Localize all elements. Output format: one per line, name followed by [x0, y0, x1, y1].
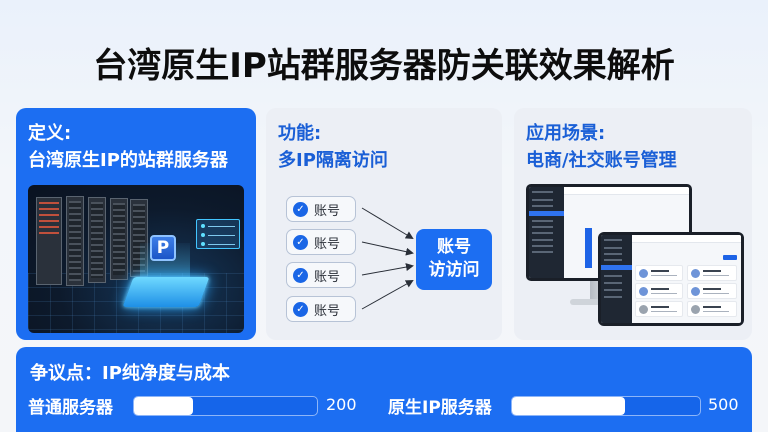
server-rack-icon — [36, 197, 62, 285]
target-line1: 账号 — [437, 237, 471, 257]
definition-heading-text: 台湾原生IP的站群服务器 — [28, 150, 228, 171]
check-circle-icon: ✓ — [293, 234, 308, 250]
application-card: 应用场景: 电商/社交账号管理 — [514, 108, 752, 340]
server-rack-icon — [130, 199, 148, 277]
application-heading: 应用场景: 电商/社交账号管理 — [526, 120, 677, 174]
regular-server-label: 普通服务器 — [28, 398, 113, 418]
tablet-topbar — [631, 235, 741, 243]
native-ip-server-value: 500 — [708, 395, 739, 414]
function-heading: 功能: 多IP隔离访问 — [278, 120, 388, 174]
server-rack-icon — [66, 196, 84, 286]
account-label: 账号 — [314, 236, 341, 252]
page-title: 台湾原生IP站群服务器防关联效果解析 — [93, 46, 675, 86]
account-chip: ✓ 账号 — [286, 262, 356, 288]
arrow-connectors-icon — [361, 207, 414, 310]
function-heading-label: 功能: — [278, 123, 322, 144]
definition-heading: 定义: 台湾原生IP的站群服务器 — [28, 120, 228, 174]
p-badge-icon: P — [150, 235, 176, 261]
tablet-sidebar — [601, 235, 632, 323]
check-circle-icon: ✓ — [293, 201, 308, 217]
tablet-screen — [601, 235, 741, 323]
target-line2: 访访问 — [428, 260, 480, 280]
function-card: 功能: 多IP隔离访问 ✓ 账号 ✓ 账号 ✓ 账号 ✓ 账号 账号 访访问 — [266, 108, 502, 340]
controversy-panel: 争议点：IP纯净度与成本 普通服务器 200 原生IP服务器 500 — [16, 347, 752, 432]
regular-server-value: 200 — [326, 395, 357, 414]
glowing-chip-icon — [122, 277, 210, 307]
dashboard-topbar — [564, 187, 689, 195]
application-heading-text: 电商/社交账号管理 — [526, 150, 677, 171]
account-label: 账号 — [314, 269, 341, 285]
native-ip-server-label: 原生IP服务器 — [388, 398, 492, 418]
account-chip: ✓ 账号 — [286, 229, 356, 255]
application-heading-label: 应用场景: — [526, 123, 606, 144]
check-circle-icon: ✓ — [293, 267, 308, 283]
tablet-primary-button — [723, 255, 737, 260]
info-panel-icon — [196, 219, 240, 249]
native-ip-server-bar — [511, 396, 701, 416]
definition-heading-label: 定义: — [28, 123, 72, 144]
target-access-box: 账号 访访问 — [416, 229, 492, 290]
server-rack-icon — [110, 198, 128, 280]
server-rack-icon — [88, 197, 106, 283]
server-illustration: P — [28, 185, 244, 333]
regular-server-bar — [133, 396, 318, 416]
chart-bar — [585, 228, 592, 268]
dashboard-sidebar — [529, 187, 565, 278]
account-label: 账号 — [314, 203, 341, 219]
check-circle-icon: ✓ — [293, 301, 308, 317]
account-chip: ✓ 账号 — [286, 296, 356, 322]
account-label: 账号 — [314, 303, 341, 319]
regular-server-fill — [134, 397, 193, 415]
tablet-mockup — [598, 232, 744, 326]
controversy-title: 争议点：IP纯净度与成本 — [30, 363, 230, 384]
native-ip-server-fill — [512, 397, 625, 415]
account-chip: ✓ 账号 — [286, 196, 356, 222]
definition-card: 定义: 台湾原生IP的站群服务器 P — [16, 108, 256, 340]
function-heading-text: 多IP隔离访问 — [278, 150, 388, 171]
